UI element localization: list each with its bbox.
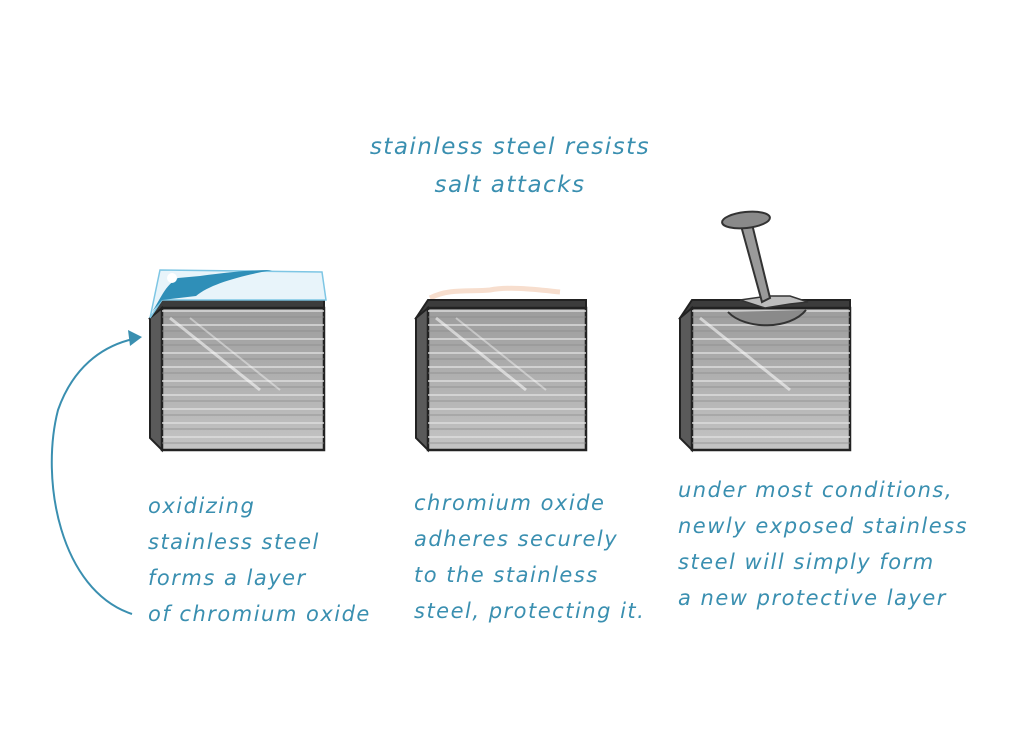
caption-panel-2: chromium oxide adheres securely to the s… [414,485,654,629]
title-line-1: stainless steel resists [369,134,651,160]
caption-2-line-3: to the stainless [414,563,599,587]
arrow-head [128,330,142,346]
caption-2-line-1: chromium oxide [414,491,606,515]
caption-3-line-2: newly exposed stainless [678,514,969,538]
title-line-2: salt attacks [434,172,586,198]
curved-arrow [50,337,139,615]
caption-2-line-2: adheres securely [414,527,619,551]
caption-1-line-2: stainless steel [148,530,320,554]
steel-block-1 [148,299,326,453]
caption-2-line-4: steel, protecting it. [414,599,646,623]
caption-panel-3: under most conditions, newly exposed sta… [678,472,969,616]
caption-1-line-3: forms a layer [148,566,307,590]
caption-3-line-3: steel will simply form [678,550,935,574]
caption-panel-1: oxidizing stainless steel forms a layer … [148,488,388,632]
oxide-layer [149,269,327,319]
caption-1-line-1: oxidizing [148,494,256,518]
caption-3-line-4: a new protective layer [678,586,947,610]
steel-block-2 [414,285,588,453]
caption-1-line-4: of chromium oxide [148,602,371,626]
diagram-title: stainless steel resists salt attacks [340,128,680,204]
steel-block-3 [678,295,852,453]
nail [721,210,772,304]
caption-3-line-1: under most conditions, [678,478,954,502]
